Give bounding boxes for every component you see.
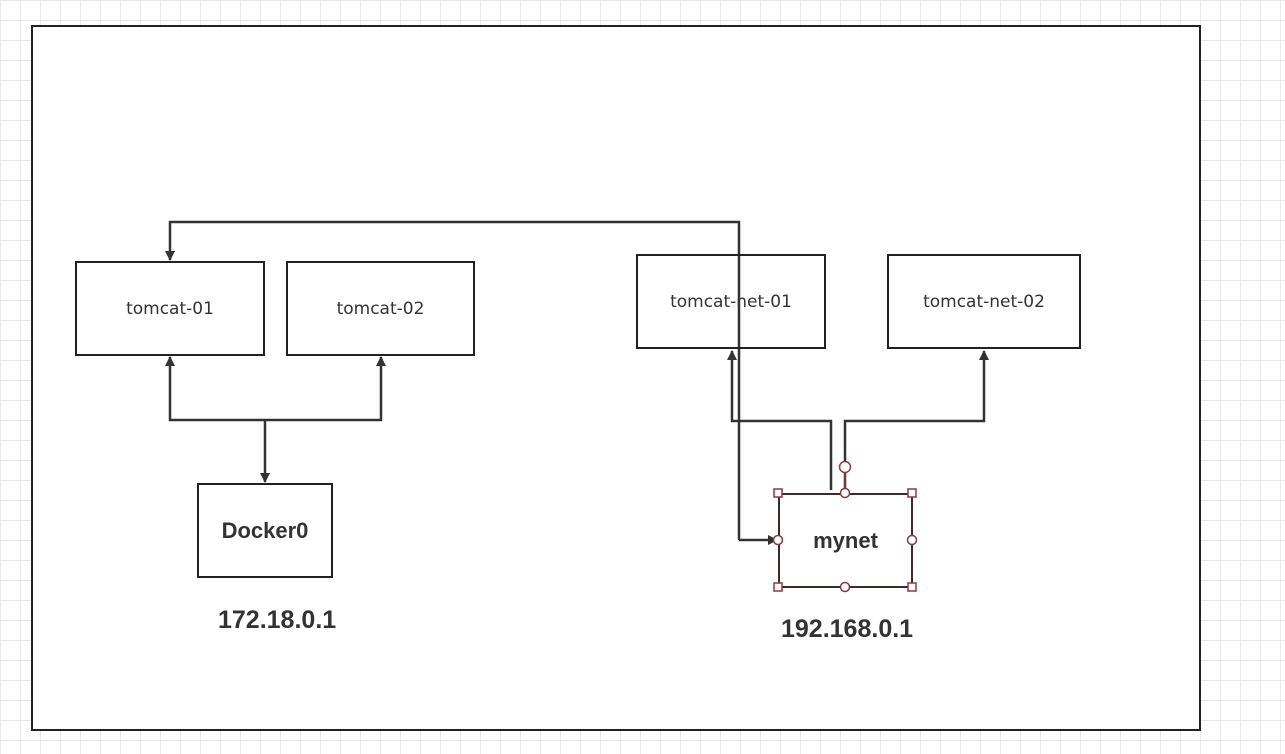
- node-tomcat-net-02-label: tomcat-net-02: [923, 291, 1045, 312]
- node-mynet-label: mynet: [813, 527, 878, 553]
- node-tomcat-net-01-label: tomcat-net-01: [670, 291, 792, 312]
- mynet-ip-label: 192.168.0.1: [781, 615, 914, 643]
- node-tomcat-net-02[interactable]: tomcat-net-02: [887, 254, 1081, 349]
- node-tomcat-02-label: tomcat-02: [336, 298, 425, 319]
- node-docker0[interactable]: Docker0: [197, 483, 333, 578]
- node-tomcat-net-01[interactable]: tomcat-net-01: [636, 254, 826, 349]
- diagram-frame: [31, 25, 1201, 731]
- node-tomcat-01[interactable]: tomcat-01: [75, 261, 265, 356]
- node-docker0-label: Docker0: [221, 517, 309, 543]
- node-tomcat-01-label: tomcat-01: [126, 298, 214, 319]
- docker0-ip-label: 172.18.0.1: [218, 606, 337, 634]
- node-mynet[interactable]: mynet: [778, 493, 913, 588]
- node-tomcat-02[interactable]: tomcat-02: [286, 261, 475, 356]
